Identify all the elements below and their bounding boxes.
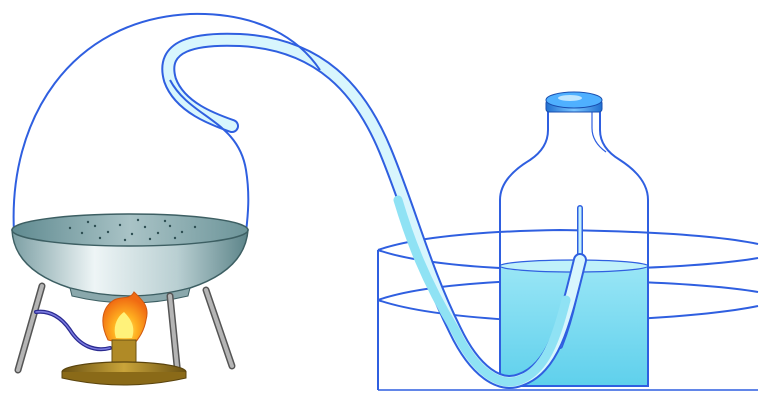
- dish-rim: [11, 213, 249, 247]
- burner-neck: [111, 339, 137, 363]
- glass-dome: [12, 12, 321, 233]
- bottle-highlight: [591, 112, 607, 153]
- bottle-outline: [499, 108, 649, 387]
- gas-hose: [34, 309, 112, 352]
- tripod-stand: [14, 282, 236, 380]
- tripod-leg-middle-highlight: [168, 294, 180, 378]
- dish-contents: [68, 218, 197, 242]
- tripod-leg-left-highlight: [16, 284, 44, 372]
- gas-hose-highlight: [35, 310, 111, 350]
- delivery-tube: [161, 32, 587, 389]
- collection-bottle: [499, 108, 649, 387]
- tripod-leg-right-highlight: [204, 288, 234, 368]
- flame-core: [114, 312, 134, 338]
- dish-bottom-band: [69, 287, 191, 304]
- tube-liquid: [393, 195, 571, 387]
- dish-with-vessel: [11, 213, 249, 304]
- trough-rim-back: [377, 228, 759, 251]
- dome-outline: [12, 12, 321, 233]
- burner: [34, 291, 187, 386]
- bottle-stopper: [545, 91, 603, 113]
- dome-outline-right: [169, 79, 250, 233]
- burner-base-side: [61, 372, 187, 386]
